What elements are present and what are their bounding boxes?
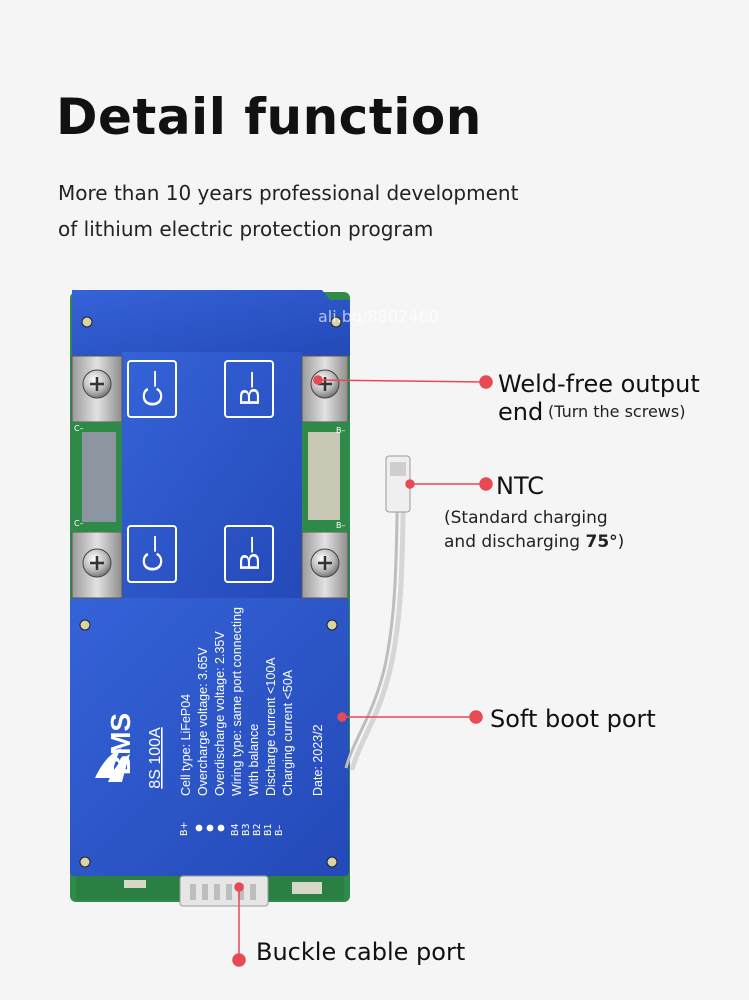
- callout-weld-free: Weld-free output end: [498, 370, 700, 426]
- bms-logo-icon: [95, 748, 130, 782]
- spec-line: Overcharge voltage: 3.65V: [196, 647, 210, 796]
- terminal-box-b-top: [224, 360, 274, 418]
- callout-ntc-note-2: and discharging 75°): [444, 532, 624, 552]
- ntc-note-prefix: and discharging: [444, 532, 586, 552]
- edge-mark: C–: [74, 519, 84, 528]
- terminal-label: B–: [234, 371, 265, 406]
- terminal-box-b-bottom: [224, 525, 274, 583]
- ntc-note-suffix: ): [617, 532, 625, 552]
- mount-hole: [79, 619, 91, 631]
- mount-hole: [81, 316, 93, 328]
- terminal-label: C–: [137, 536, 168, 572]
- spec-line: Discharge current <100A: [264, 657, 278, 796]
- model-label: 8S 100A: [147, 727, 164, 789]
- terminal-label: B–: [234, 536, 265, 571]
- callout-weld-free-note: (Turn the screws): [548, 402, 686, 421]
- spec-line: Cell type: LiFeP04: [179, 694, 193, 796]
- terminal-box-c-top: [127, 360, 177, 418]
- blue-cover-top: [72, 290, 350, 356]
- mount-hole: [326, 619, 338, 631]
- subtitle-line-1: More than 10 years professional developm…: [58, 181, 519, 205]
- edge-mark: C–: [74, 424, 84, 433]
- pin-label: B3: [241, 823, 252, 836]
- watermark: ali.bg/8802460: [318, 307, 439, 326]
- pin-label: B1: [263, 823, 274, 836]
- callout-soft-boot: Soft boot port: [490, 705, 656, 733]
- spec-line: Overdischarge voltage: 2.35V: [213, 631, 227, 796]
- pin-dots: [195, 824, 225, 832]
- spec-line: Charging current <50A: [281, 669, 295, 796]
- page-title: Detail function: [56, 88, 482, 146]
- spec-line: With balance: [247, 724, 261, 796]
- brand-logo-text: BMS: [105, 713, 136, 775]
- mount-hole: [79, 856, 91, 868]
- edge-mark: B–: [336, 521, 346, 530]
- blue-cover-bottom: [70, 598, 349, 876]
- subtitle-line-2: of lithium electric protection program: [58, 217, 434, 241]
- terminal-label: C–: [137, 371, 168, 407]
- callout-buckle: Buckle cable port: [256, 938, 466, 966]
- edge-mark: B–: [336, 426, 346, 435]
- mount-hole: [330, 316, 342, 328]
- ntc-temperature: 75°: [585, 532, 618, 552]
- pin-label: B–: [274, 824, 285, 836]
- date-label: Date: 2023/2: [311, 724, 325, 796]
- pin-label: B+: [179, 822, 190, 836]
- pin-label: B4: [230, 823, 241, 836]
- spec-line: Wiring type: same port connecting: [230, 607, 244, 796]
- terminal-box-c-bottom: [127, 525, 177, 583]
- pin-label: B2: [252, 823, 263, 836]
- callout-ntc-note-1: (Standard charging: [444, 508, 608, 528]
- callout-ntc: NTC: [496, 472, 544, 500]
- mount-hole: [326, 856, 338, 868]
